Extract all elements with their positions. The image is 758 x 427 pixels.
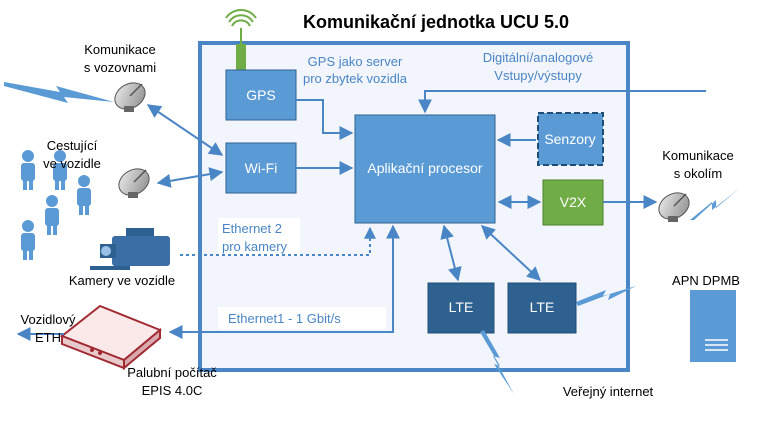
server-icon xyxy=(690,290,736,362)
depots-label-line1: Komunikace xyxy=(84,42,156,57)
camera-icon xyxy=(90,228,170,270)
lte2-block xyxy=(507,282,577,334)
passengers-label-line1: Cestující xyxy=(47,138,98,153)
lte2-label: LTE xyxy=(530,299,555,315)
wireless-links xyxy=(4,82,740,394)
external-connectors xyxy=(146,104,658,209)
gps-server-note-line1: GPS jako server xyxy=(308,54,403,69)
wifi-label: Wi-Fi xyxy=(245,160,278,176)
gps-to-processor-arrow xyxy=(296,99,354,140)
lte1-block xyxy=(427,282,495,334)
cameras-label: Kamery ve vozidle xyxy=(69,273,175,288)
onboard-computer-icon xyxy=(60,304,162,371)
io-note-line2: Vstupy/výstupy xyxy=(494,68,582,83)
satellite-dish-icon xyxy=(658,192,690,222)
io-to-processor-arrow xyxy=(418,90,706,114)
sensors-label: Senzory xyxy=(544,131,595,147)
passengers-icon xyxy=(21,150,91,260)
sensors-block xyxy=(537,112,604,166)
satellite-dish-icon xyxy=(114,82,146,112)
eth1-to-processor-arrow xyxy=(168,224,400,339)
surroundings-label-line1: Komunikace xyxy=(662,148,734,163)
io-note-line1: Digitální/analogové xyxy=(483,50,594,65)
passengers-label-line2: ve vozidle xyxy=(43,156,101,171)
lightning-icon xyxy=(4,82,114,103)
app-processor-label: Aplikační procesor xyxy=(367,160,483,176)
v2x-label: V2X xyxy=(560,194,587,210)
gps-label: GPS xyxy=(246,87,276,103)
antenna-icon xyxy=(225,9,257,70)
eth1-note: Ethernet1 - 1 Gbit/s xyxy=(228,311,341,326)
depots-label-line2: s vozovnami xyxy=(84,60,156,75)
internal-connectors xyxy=(168,90,706,339)
app-processor-block xyxy=(354,114,496,224)
eth2-note-line1: Ethernet 2 xyxy=(222,221,282,236)
lightning-icon xyxy=(690,188,740,220)
processor-lte2-arrow xyxy=(480,225,542,281)
lightning-icon xyxy=(480,330,514,394)
diagram-title: Komunikační jednotka UCU 5.0 xyxy=(303,12,569,32)
vehicle-eth-label-line1: Vozidlový xyxy=(21,312,76,327)
apn-label: APN DPMB xyxy=(672,273,740,288)
computer-label-line2: EPIS 4.0C xyxy=(142,383,203,398)
eth2-note-line2: pro kamery xyxy=(222,239,288,254)
surroundings-label-line2: s okolím xyxy=(674,166,722,181)
depots-wifi-arrow xyxy=(146,104,224,156)
gps-block xyxy=(225,69,297,121)
computer-label-line1: Palubní počítač xyxy=(127,365,217,380)
gps-server-note-line2: pro zbytek vozidla xyxy=(303,71,408,86)
v2x-block xyxy=(542,179,604,226)
internet-label: Veřejný internet xyxy=(563,384,654,399)
lightning-icon xyxy=(576,286,636,306)
processor-lte1-arrow xyxy=(440,224,462,282)
vehicle-eth-label-line2: ETH xyxy=(35,330,61,345)
passengers-wifi-arrow xyxy=(156,167,224,188)
lte1-label: LTE xyxy=(449,299,474,315)
satellite-dish-icon xyxy=(118,168,150,198)
